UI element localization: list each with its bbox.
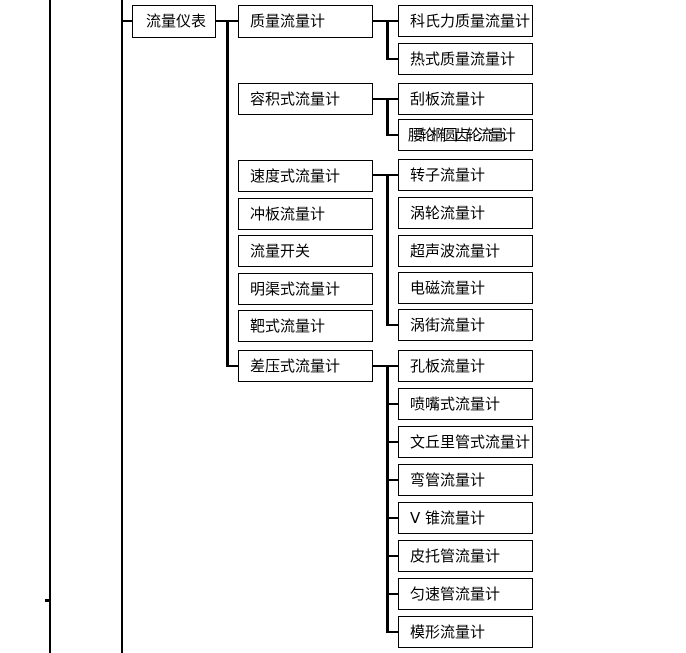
- connector-mass-to-thermal: [386, 58, 399, 60]
- node-vortex-shedding-flowmeter[interactable]: 涡街流量计: [398, 309, 533, 341]
- connector-velocity-trunk-vertical: [386, 174, 389, 326]
- node-target-flowmeter[interactable]: 靶式流量计: [238, 310, 373, 342]
- connector-differential-to-elbow: [386, 479, 399, 481]
- connector-volumetric-trunk-vertical: [386, 98, 389, 136]
- node-velocity-flowmeter[interactable]: 速度式流量计: [238, 160, 373, 192]
- node-wedge-flowmeter[interactable]: 模形流量计: [398, 616, 533, 648]
- node-orifice-flowmeter[interactable]: 孔板流量计: [398, 350, 533, 382]
- connector-root-right-stub: [215, 20, 230, 22]
- node-roots-oval-gear-flowmeter[interactable]: 腰轮椭圆齿轮流量计: [398, 119, 533, 151]
- connector-differential-trunk-vertical: [386, 365, 389, 633]
- connector-volumetric-right-stub: [372, 98, 389, 100]
- page-margin-tick: [45, 599, 50, 602]
- connector-root-trunk-vertical: [226, 20, 229, 367]
- node-open-channel-flowmeter[interactable]: 明渠式流量计: [238, 273, 373, 305]
- connector-root-to-differential: [226, 365, 240, 367]
- connector-root-left-stub: [121, 20, 133, 22]
- page-margin-rule-outer: [49, 0, 51, 653]
- node-venturi-tube-flowmeter[interactable]: 文丘里管式流量计: [398, 426, 533, 458]
- node-root-flow-instrument[interactable]: 流量仪表: [132, 5, 216, 38]
- connector-mass-right-stub: [372, 20, 389, 22]
- page-margin-rule-inner: [121, 0, 123, 653]
- connector-differential-to-vcone: [386, 517, 399, 519]
- connector-differential-to-wedge: [386, 631, 399, 633]
- connector-differential-to-venturi: [386, 441, 399, 443]
- node-coriolis-mass-flowmeter[interactable]: 科氏力质量流量计: [398, 5, 533, 37]
- node-rotameter[interactable]: 转子流量计: [398, 159, 533, 191]
- node-ultrasonic-flowmeter[interactable]: 超声波流量计: [398, 235, 533, 267]
- connector-differential-to-nozzle: [386, 403, 399, 405]
- connector-mass-trunk-vertical: [386, 20, 389, 60]
- node-nozzle-flowmeter[interactable]: 喷嘴式流量计: [398, 388, 533, 420]
- node-mass-flowmeter[interactable]: 质量流量计: [238, 5, 373, 38]
- connector-velocity-right-stub: [372, 174, 389, 176]
- connector-volumetric-to-oval-gear: [386, 134, 399, 136]
- node-flow-switch[interactable]: 流量开关: [238, 235, 373, 267]
- node-volumetric-flowmeter[interactable]: 容积式流量计: [238, 83, 373, 115]
- node-scraper-flowmeter[interactable]: 刮板流量计: [398, 83, 533, 115]
- node-impact-plate-flowmeter[interactable]: 冲板流量计: [238, 198, 373, 230]
- node-averaging-pitot-flowmeter[interactable]: 匀速管流量计: [398, 578, 533, 610]
- connector-differential-to-averaging-pitot: [386, 593, 399, 595]
- node-elbow-flowmeter[interactable]: 弯管流量计: [398, 464, 533, 496]
- connector-mass-to-coriolis: [386, 20, 399, 22]
- connector-volumetric-to-scraper: [386, 98, 399, 100]
- connector-velocity-to-rotameter: [386, 174, 399, 176]
- node-v-cone-flowmeter[interactable]: V 锥流量计: [398, 502, 533, 534]
- node-differential-pressure-flowmeter[interactable]: 差压式流量计: [238, 350, 373, 382]
- connector-differential-right-stub: [372, 365, 389, 367]
- node-electromagnetic-flowmeter[interactable]: 电磁流量计: [398, 272, 533, 304]
- node-thermal-mass-flowmeter[interactable]: 热式质量流量计: [398, 43, 533, 75]
- connector-differential-to-orifice: [386, 365, 399, 367]
- connector-root-to-mass: [226, 20, 240, 22]
- connector-differential-to-pitot: [386, 555, 399, 557]
- node-pitot-tube-flowmeter[interactable]: 皮托管流量计: [398, 540, 533, 572]
- connector-velocity-to-vortex: [386, 324, 399, 326]
- node-turbine-flowmeter[interactable]: 涡轮流量计: [398, 197, 533, 229]
